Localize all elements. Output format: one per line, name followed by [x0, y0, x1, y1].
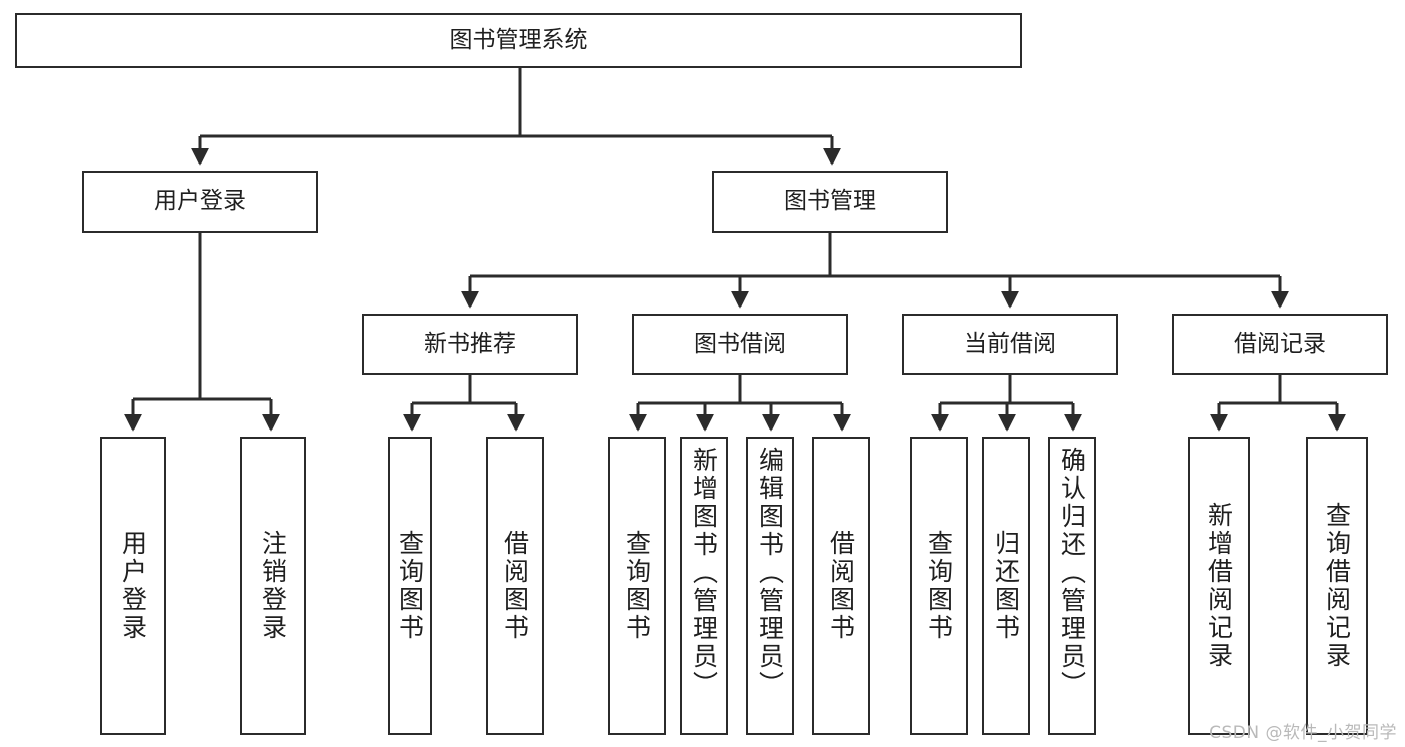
node-label: 新增图书（管理员） — [689, 447, 719, 699]
csdn-watermark: CSDN @软件_小贺同学 — [1209, 723, 1397, 743]
node-leaf-query-book-3[interactable]: 查询图书 — [910, 437, 968, 735]
node-leaf-borrow-book-1[interactable]: 借阅图书 — [486, 437, 544, 735]
node-user-login[interactable]: 用户登录 — [82, 171, 318, 233]
node-label: 借阅记录 — [1234, 330, 1326, 357]
node-leaf-user-login[interactable]: 用户登录 — [100, 437, 166, 735]
node-leaf-borrow-book-2[interactable]: 借阅图书 — [812, 437, 870, 735]
node-label: 当前借阅 — [964, 330, 1056, 357]
node-label: 查询图书 — [622, 530, 652, 642]
node-leaf-logout[interactable]: 注销登录 — [240, 437, 306, 735]
node-label: 确认归还（管理员） — [1057, 447, 1087, 699]
node-book-borrow[interactable]: 图书借阅 — [632, 314, 848, 375]
node-label: 用户登录 — [118, 530, 148, 642]
node-root-system[interactable]: 图书管理系统 — [15, 13, 1022, 68]
node-book-manage[interactable]: 图书管理 — [712, 171, 948, 233]
node-label: 借阅图书 — [500, 530, 530, 642]
node-label: 注销登录 — [258, 530, 288, 642]
node-label: 图书管理系统 — [449, 26, 588, 53]
node-label: 查询图书 — [924, 530, 954, 642]
node-leaf-return-book[interactable]: 归还图书 — [982, 437, 1030, 735]
node-leaf-query-borrow-record[interactable]: 查询借阅记录 — [1306, 437, 1368, 735]
node-label: 编辑图书（管理员） — [755, 447, 785, 699]
node-label: 借阅图书 — [826, 530, 856, 642]
node-current-borrow[interactable]: 当前借阅 — [902, 314, 1118, 375]
node-leaf-add-borrow-record[interactable]: 新增借阅记录 — [1188, 437, 1250, 735]
node-leaf-confirm-return-admin[interactable]: 确认归还（管理员） — [1048, 437, 1096, 735]
node-label: 查询图书 — [395, 530, 425, 642]
node-label: 新增借阅记录 — [1204, 502, 1234, 670]
node-label: 图书借阅 — [694, 330, 786, 357]
node-label: 归还图书 — [991, 530, 1021, 642]
node-label: 用户登录 — [154, 188, 246, 215]
node-leaf-add-book-admin[interactable]: 新增图书（管理员） — [680, 437, 728, 735]
node-label: 查询借阅记录 — [1322, 502, 1352, 670]
node-leaf-edit-book-admin[interactable]: 编辑图书（管理员） — [746, 437, 794, 735]
node-borrow-record[interactable]: 借阅记录 — [1172, 314, 1388, 375]
node-label: 图书管理 — [784, 188, 876, 215]
node-leaf-query-book-2[interactable]: 查询图书 — [608, 437, 666, 735]
node-label: 新书推荐 — [424, 330, 516, 357]
node-new-book-recommend[interactable]: 新书推荐 — [362, 314, 578, 375]
node-leaf-query-book-1[interactable]: 查询图书 — [388, 437, 432, 735]
